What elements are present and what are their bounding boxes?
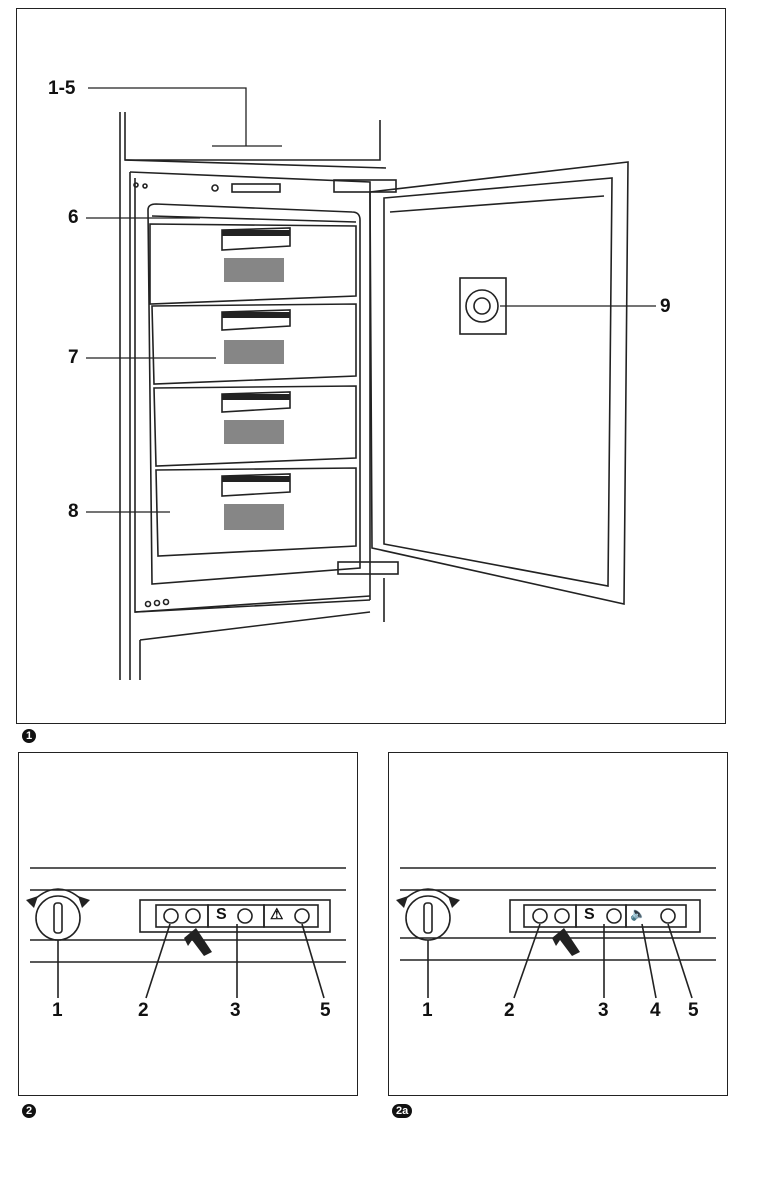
- panel-s-letter-2a: S: [584, 906, 595, 924]
- speaker-icon: 🔈: [630, 906, 646, 922]
- figure-2a-badge: 2a: [392, 1104, 412, 1118]
- fig2a-callout-1: 1: [422, 1000, 433, 1022]
- fig2a-callout-2: 2: [504, 1000, 515, 1022]
- fig2a-callout-3: 3: [598, 1000, 609, 1022]
- fig2a-callout-5: 5: [688, 1000, 699, 1022]
- fig2a-callout-4: 4: [650, 1000, 661, 1022]
